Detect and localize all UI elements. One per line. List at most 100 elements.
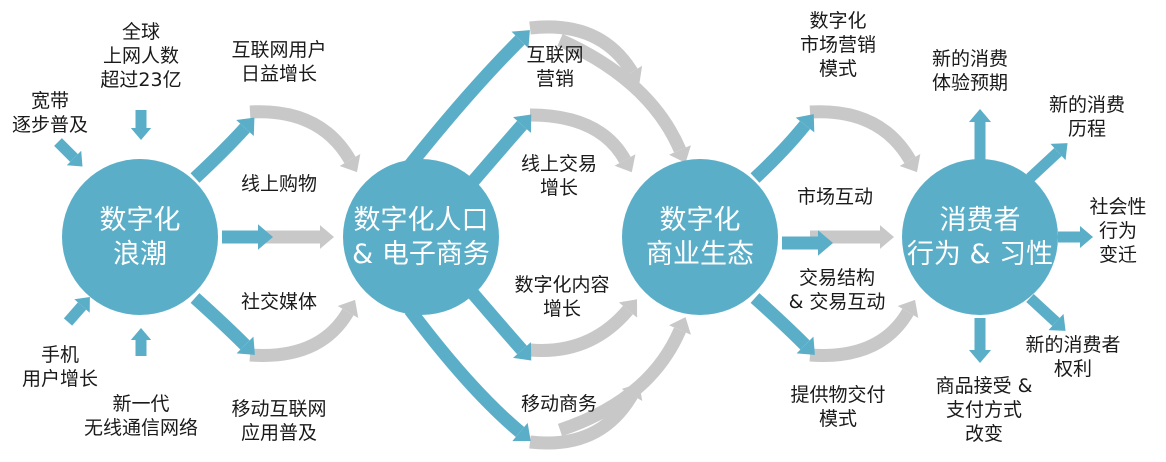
gray-band-3a-shaft xyxy=(809,105,916,164)
label-market-interaction: 市场互动 xyxy=(796,186,874,208)
blue-band-2b-shaft xyxy=(465,120,527,190)
gray-band-3b-head xyxy=(880,225,894,249)
blue-band-2b xyxy=(465,114,532,190)
output-arrow-social xyxy=(1058,225,1093,249)
gray-band-2d-shaft xyxy=(529,391,638,450)
label-new-consumption-journey: 新的消费 历程 xyxy=(1048,94,1126,140)
input-arrow-mobile xyxy=(63,296,90,326)
output-arrow-payment-head xyxy=(968,350,992,363)
input-arrow-broadband xyxy=(54,138,83,167)
gray-band-2b xyxy=(529,108,636,173)
output-arrow-rights xyxy=(1026,293,1066,331)
output-arrow-rights-shaft xyxy=(1026,293,1060,327)
label-payment-change: 商品接受 & 支付方式 改变 xyxy=(935,375,1033,445)
label-internet-marketing: 互联网 营销 xyxy=(526,44,584,90)
blue-band-2c xyxy=(465,285,532,361)
gray-band-1a-head xyxy=(339,154,361,173)
gray-band-2a-shaft xyxy=(529,20,638,76)
blue-band-1c xyxy=(190,293,255,355)
gray-band-1a xyxy=(249,105,361,173)
gray-band-2c xyxy=(529,299,638,357)
label-internet-users-growth: 互联网用户 日益增长 xyxy=(231,39,327,85)
blue-band-1b xyxy=(222,224,273,250)
gray-band-2f-shaft xyxy=(557,327,686,437)
gray-band-2c-head xyxy=(618,299,638,318)
gray-band-3c xyxy=(809,299,919,362)
label-global-internet-users: 全球 上网人数 超过23亿 xyxy=(100,21,182,91)
output-arrow-experience-head xyxy=(968,109,992,122)
label-online-transaction-growth: 线上交易 增长 xyxy=(520,153,598,199)
blue-band-3a-head xyxy=(795,114,815,133)
blue-band-3c-head xyxy=(796,336,815,355)
gray-band-3a xyxy=(809,105,921,173)
gray-band-2c-shaft xyxy=(529,305,633,357)
input-arrow-wireless xyxy=(130,328,152,357)
input-arrow-global xyxy=(130,109,152,140)
node-digital-population-label: 数字化人口 & 电子商务 xyxy=(352,205,490,270)
label-social-media: 社交媒体 xyxy=(240,291,318,313)
blue-band-2a-shaft xyxy=(404,35,525,170)
label-mobile-internet-apps: 移动互联网 应用普及 xyxy=(231,398,327,444)
label-social-behavior-change: 社会性 行为 变迁 xyxy=(1089,196,1147,266)
blue-band-3c xyxy=(750,293,815,355)
gray-band-2b-head xyxy=(614,154,636,173)
gray-band-3c-head xyxy=(897,299,919,318)
blue-band-1c-shaft xyxy=(190,293,250,350)
output-arrow-payment xyxy=(968,318,992,363)
input-arrow-global-head xyxy=(130,128,152,140)
node-digital-wave xyxy=(62,159,218,315)
label-digital-content-growth: 数字化内容 增长 xyxy=(514,274,610,320)
node-digital-wave-label: 数字化 浪潮 xyxy=(99,205,181,270)
blue-band-3c-shaft xyxy=(750,293,810,350)
output-arrow-journey-shaft xyxy=(1026,147,1062,183)
node-digital-business-ecosystem-label: 数字化 商业生态 xyxy=(646,205,754,270)
gray-band-2b-shaft xyxy=(529,108,631,164)
label-transaction-structure: 交易结构 & 交易互动 xyxy=(788,267,886,313)
blue-band-3b xyxy=(782,230,833,256)
gray-band-1c-head xyxy=(337,299,359,318)
blue-band-2a xyxy=(404,30,530,170)
blue-band-3b-head xyxy=(818,230,833,256)
blue-band-1a-shaft xyxy=(190,123,250,183)
gray-band-1c xyxy=(249,299,359,362)
node-consumer-behavior-label: 消费者 行为 & 习性 xyxy=(906,205,1054,270)
gray-band-2e-head xyxy=(669,145,691,163)
gray-band-2e-shaft xyxy=(557,34,686,153)
node-consumer-behavior xyxy=(902,159,1058,315)
node-digital-population xyxy=(343,159,499,315)
blue-band-2d-shaft xyxy=(404,306,525,437)
label-mobile-commerce: 移动商务 xyxy=(520,393,598,415)
blue-band-1b-head xyxy=(258,224,273,250)
gray-band-2f xyxy=(557,317,691,437)
gray-band-1c-shaft xyxy=(249,308,354,362)
input-arrow-wireless-head xyxy=(130,328,152,340)
output-arrow-journey xyxy=(1026,143,1068,183)
label-new-consumer-rights: 新的消费者 权利 xyxy=(1025,334,1121,380)
label-new-wireless-network: 新一代 无线通信网络 xyxy=(83,393,199,439)
output-arrow-social-head xyxy=(1080,225,1093,249)
label-online-shopping: 线上购物 xyxy=(240,173,318,195)
blue-band-1c-head xyxy=(236,336,255,355)
blue-band-1a xyxy=(190,117,255,183)
label-delivery-model: 提供物交付 模式 xyxy=(790,384,886,430)
gray-band-3c-shaft xyxy=(809,308,914,362)
blue-band-2a-head xyxy=(511,30,530,49)
blue-band-3a xyxy=(750,114,815,183)
output-arrow-experience xyxy=(968,109,992,160)
label-digital-marketing-model: 数字化 市场营销 模式 xyxy=(799,10,877,80)
blue-band-2d-head xyxy=(512,422,531,442)
blue-band-2b-head xyxy=(513,114,532,133)
input-arrow-mobile-shaft xyxy=(63,302,87,326)
output-arrow-journey-head xyxy=(1050,143,1068,161)
node-digital-business-ecosystem xyxy=(622,159,778,315)
label-mobile-users: 手机 用户增长 xyxy=(21,344,99,390)
input-arrow-mobile-head xyxy=(74,296,90,313)
blue-band-2d xyxy=(404,306,531,442)
output-arrow-rights-head xyxy=(1048,313,1066,331)
blue-band-3a-shaft xyxy=(750,120,811,183)
gray-band-2e xyxy=(557,34,691,163)
blue-band-2c-shaft xyxy=(465,285,527,355)
gray-band-3a-head xyxy=(899,154,921,173)
input-arrow-broadband-head xyxy=(66,150,83,167)
